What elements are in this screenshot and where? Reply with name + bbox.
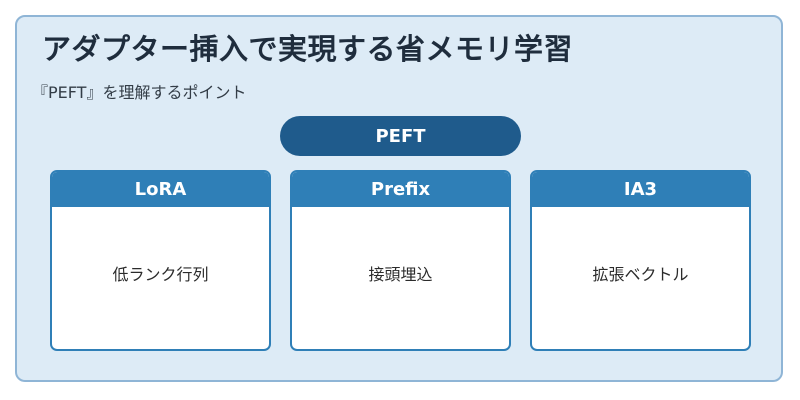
method-card-body: 低ランク行列 (52, 207, 269, 349)
method-card-lora: LoRA 低ランク行列 (50, 170, 271, 351)
method-card-body: 接頭埋込 (292, 207, 509, 349)
method-name: Prefix (370, 179, 431, 200)
method-card-header: IA3 (532, 172, 749, 207)
method-card-ia3: IA3 拡張ベクトル (530, 170, 751, 351)
root-node-label: PEFT (375, 125, 426, 147)
root-node-peft: PEFT (280, 116, 521, 156)
method-description: 接頭埋込 (368, 265, 433, 284)
method-card-header: LoRA (52, 172, 269, 207)
method-name: LoRA (134, 179, 187, 200)
method-card-prefix: Prefix 接頭埋込 (290, 170, 511, 351)
method-description: 拡張ベクトル (592, 265, 689, 284)
method-description: 低ランク行列 (112, 265, 209, 284)
method-name: IA3 (623, 179, 658, 200)
method-card-body: 拡張ベクトル (532, 207, 749, 349)
diagram-subtitle: 『PEFT』を理解するポイント (32, 83, 247, 102)
method-card-header: Prefix (292, 172, 509, 207)
diagram-title: アダプター挿入で実現する省メモリ学習 (42, 32, 574, 66)
